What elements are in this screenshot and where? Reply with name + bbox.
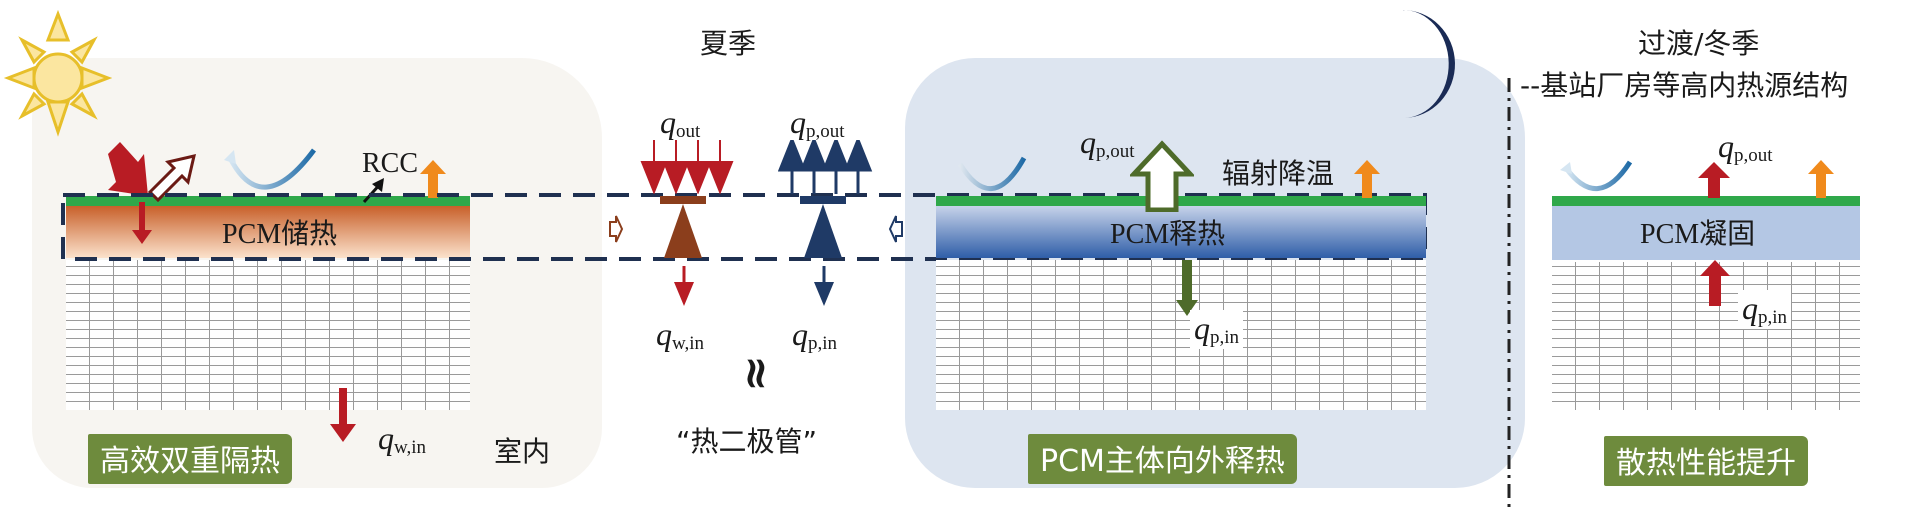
diode-conducting-symbol-icon [800, 196, 846, 258]
pcm-solidify-layer [1552, 206, 1860, 260]
heat-release-up-arrow-icon [1130, 140, 1194, 212]
q-p-in-night-label: qp,in [1190, 310, 1244, 349]
radiative-coating-layer [66, 196, 470, 206]
q-p-in-up-arrow-icon [1700, 260, 1730, 306]
indoor-label: 室内 [494, 435, 551, 468]
solar-arrows [108, 142, 197, 244]
moon-icon [1402, 9, 1455, 118]
q-w-in-label: qw,in [378, 420, 427, 458]
q-out-label: qout [660, 104, 701, 142]
brick-wall-night [936, 260, 1426, 410]
pcm-storage-text: PCM储热 [222, 219, 338, 250]
sky-radiation-arc-night-icon [957, 156, 1027, 192]
summer-title: 夏季 [700, 27, 757, 60]
pcm-release-text: PCM释热 [1110, 219, 1226, 250]
diode-blocking-symbol-icon [660, 196, 706, 258]
brick-wall [66, 260, 470, 410]
red-up-arrow-winter-icon [1698, 162, 1730, 198]
pcm-storage-layer [66, 206, 470, 258]
pcm-storage-label: PCM储热 [222, 212, 337, 252]
q-w-in-arrow-icon [674, 266, 694, 306]
q-p-in-diode-label: qp,in [792, 316, 838, 354]
heat-dissipation-badge: 散热性能提升 [1604, 436, 1808, 486]
outgoing-flux-arrows-icon [778, 140, 873, 194]
pcm-solidify-text: PCM凝固 [1640, 219, 1756, 250]
high-internal-heat-subtitle: --基站厂房等高内热源结构 [1520, 69, 1849, 102]
q-p-in-down-arrow-icon [1176, 260, 1198, 316]
q-p-in-winter-label: qp,in [1738, 290, 1792, 329]
q-w-in-diode-label: qw,in [656, 316, 705, 354]
right-hollow-arrow-icon [609, 215, 624, 243]
indoor-heat-arrow-icon [330, 388, 356, 442]
radiative-cooling-label: 辐射降温 [1222, 157, 1335, 190]
sky-radiation-arc-icon [224, 148, 317, 190]
sun-icon [3, 9, 112, 137]
sky-radiation-arc-winter-icon [1560, 160, 1633, 191]
q-p-out-winter-label: qp,out [1718, 128, 1773, 166]
radiative-coating-layer-night [936, 196, 1426, 206]
solar-incident-arrow-icon [108, 142, 148, 196]
pcm-release-layer [936, 206, 1426, 258]
pcm-release-label: PCM释热 [1110, 212, 1225, 252]
thermal-diode-label: “热二极管” [676, 425, 818, 458]
pcm-release-outward-badge: PCM主体向外释热 [1028, 434, 1297, 484]
orange-up-arrow-winter-icon [1808, 160, 1834, 198]
section-divider [1507, 78, 1511, 512]
pcm-solidify-label: PCM凝固 [1640, 212, 1755, 252]
radiative-coating-layer-winter [1552, 196, 1860, 206]
rcc-label: RCC [362, 148, 419, 179]
q-p-out-label: qp,out [790, 104, 845, 142]
q-p-in-arrow-icon [814, 266, 834, 306]
approx-equal-symbol: ≈ [730, 355, 782, 392]
orange-up-arrow-icon [420, 160, 446, 198]
reflect-arrow-icon [147, 153, 197, 203]
heat-down-arrow-icon [132, 230, 152, 244]
transition-winter-title: 过渡/冬季 [1638, 27, 1760, 60]
q-p-out-night-label: qp,out [1080, 124, 1135, 162]
rcc-pointer-arrow-icon [362, 178, 384, 204]
orange-up-arrow-night-icon [1354, 160, 1380, 198]
left-hollow-arrow-icon [888, 215, 903, 243]
double-insulation-badge: 高效双重隔热 [88, 434, 292, 484]
brick-wall-winter [1552, 262, 1860, 410]
incoming-flux-arrows-icon [640, 140, 734, 194]
